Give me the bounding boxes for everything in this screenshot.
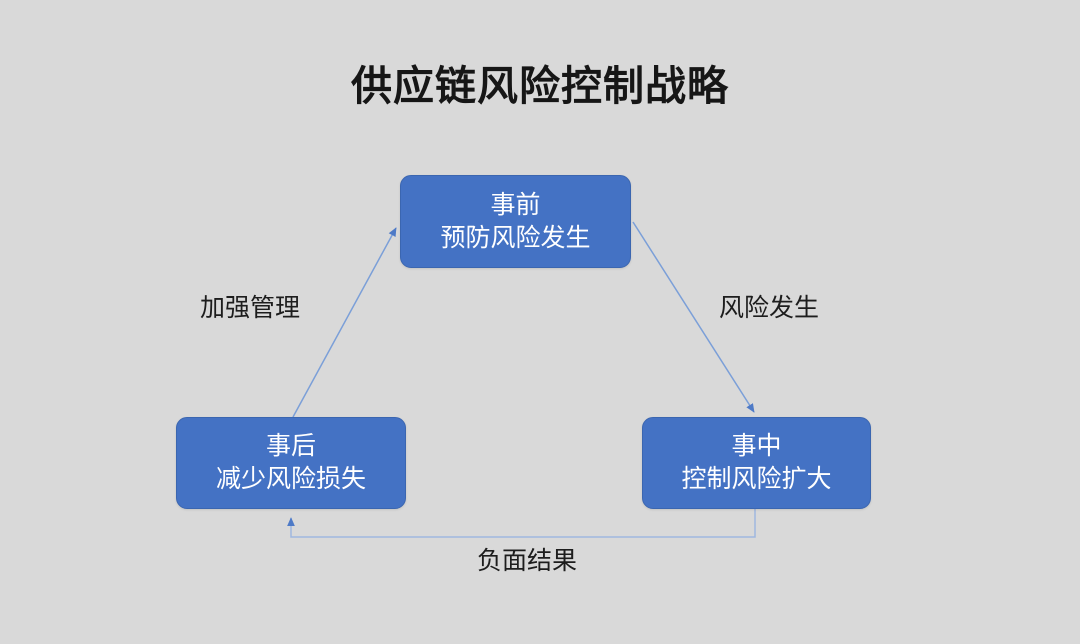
connector-during-to-after [287,509,756,538]
edge-label-before-to-during: 风险发生 [719,294,820,322]
node-after[interactable]: 事后 减少风险损失 [176,417,406,509]
node-during-stage: 事中 [731,432,782,460]
connector-after-to-before [292,227,397,418]
edge-label-during-to-after: 负面结果 [477,547,578,575]
node-during-description: 控制风险扩大 [681,465,832,493]
diagram-title: 供应链风险控制战略 [351,63,729,109]
node-after-stage: 事后 [265,432,316,460]
node-after-description: 减少风险损失 [215,465,366,493]
node-before-description: 预防风险发生 [440,223,591,252]
node-during[interactable]: 事中 控制风险扩大 [642,417,871,509]
node-before[interactable]: 事前 预防风险发生 [400,175,631,268]
edge-label-after-to-before: 加强管理 [200,294,301,322]
node-before-stage: 事前 [490,190,541,219]
